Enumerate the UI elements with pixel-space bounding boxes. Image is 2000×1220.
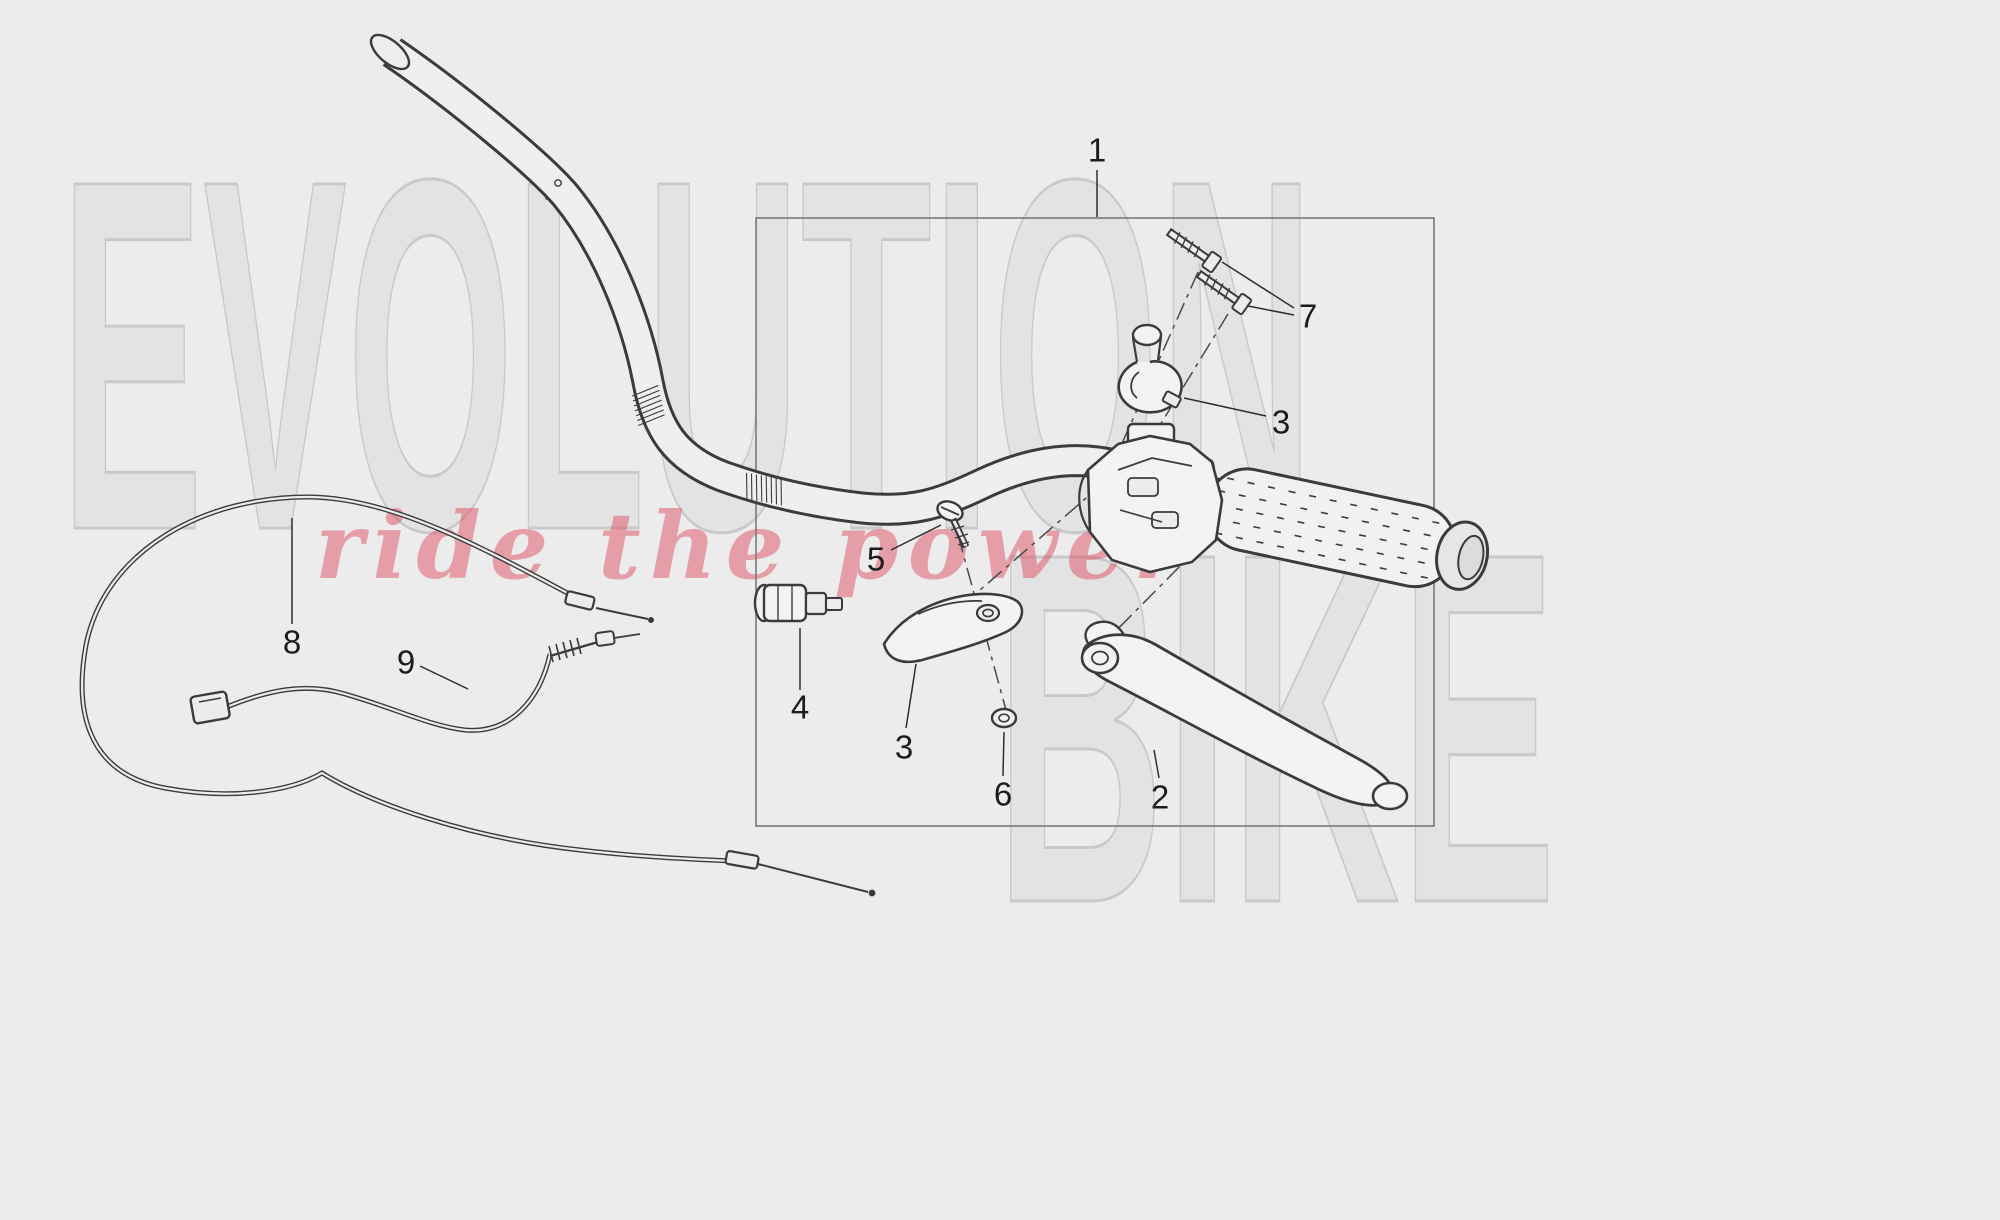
clutch-cable-8 xyxy=(79,494,876,897)
throttle-grip xyxy=(1188,459,1489,591)
grip-end-cap xyxy=(1435,520,1489,591)
knurl-section-upper xyxy=(631,384,665,427)
clamp-screws xyxy=(1165,227,1253,316)
cable-end-ferrule-top xyxy=(564,590,654,623)
part-callout-3-upper: 3 xyxy=(1271,403,1291,441)
part-callout-5: 5 xyxy=(866,540,886,578)
throttle-cable-9 xyxy=(189,630,641,733)
knurl-section-lower xyxy=(746,472,782,506)
watermark-tagline: ride the power xyxy=(315,492,1192,600)
handlebar-end-cap xyxy=(369,33,411,71)
part-callout-1: 1 xyxy=(1087,131,1107,169)
part-callout-4: 4 xyxy=(790,688,810,726)
cable-end-ferrule-bottom xyxy=(724,850,876,897)
part-callout-6: 6 xyxy=(993,775,1013,813)
part-callout-9: 9 xyxy=(396,643,416,681)
switch-plug xyxy=(753,583,843,623)
washer xyxy=(990,707,1018,729)
pivot-bolt xyxy=(936,500,970,549)
callout-leader-lines xyxy=(291,170,1295,779)
handlebar xyxy=(369,33,1267,526)
part-callout-2: 2 xyxy=(1150,778,1170,816)
clutch-lever xyxy=(1080,620,1409,811)
mirror-clamp xyxy=(1117,323,1183,414)
part-callout-7: 7 xyxy=(1298,297,1318,335)
lever-bracket xyxy=(882,592,1024,664)
part-callout-3-lower: 3 xyxy=(894,728,914,766)
cable-connector xyxy=(189,690,231,725)
part-callout-8: 8 xyxy=(282,623,302,661)
cable-spring-end xyxy=(548,630,641,663)
switch-housing xyxy=(1078,422,1224,574)
